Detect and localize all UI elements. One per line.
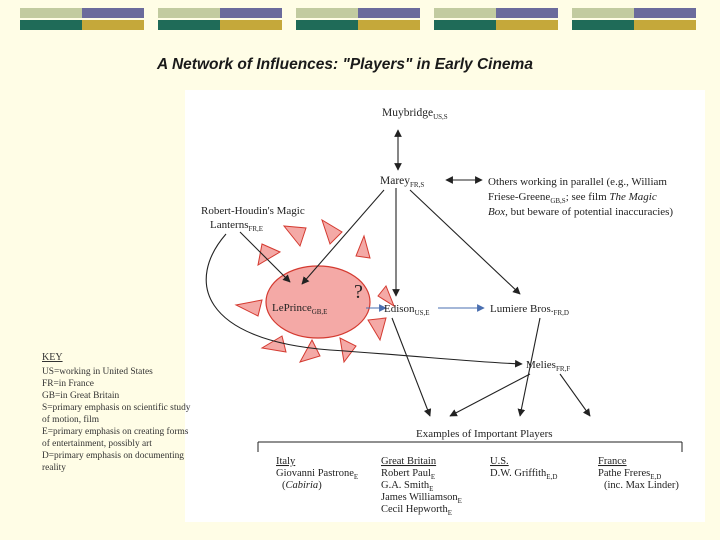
stripe-block	[158, 20, 220, 30]
stripe-block	[220, 8, 282, 18]
key-title: KEY	[42, 352, 63, 363]
arrow-edison-examples	[391, 317, 432, 417]
node-robert-houdin-line1: Robert-Houdin's Magic	[201, 205, 305, 217]
example-player: Cecil HepworthE	[381, 504, 452, 517]
example-player: D.W. GriffithE,D	[490, 468, 557, 481]
example-country: France	[598, 456, 627, 467]
question-mark: ?	[354, 281, 363, 303]
stripe-block	[572, 20, 634, 30]
example-country: Italy	[276, 456, 296, 467]
arrow-houdin-melies	[205, 233, 523, 368]
node-others-sub: GB,S	[550, 197, 565, 205]
stripe-block	[296, 20, 358, 30]
leprince-sun-rays	[234, 218, 396, 364]
node-robert-houdin-line2: Lanterns	[210, 219, 248, 231]
examples-bracket	[257, 441, 683, 452]
svg-text:Box, but beware of potential i: Box, but beware of potential inaccuracie…	[488, 206, 673, 218]
influence-arrows	[205, 129, 591, 417]
node-muybridge-sub: US,S	[433, 113, 448, 121]
example-country: U.S.	[490, 456, 509, 467]
stripe-block	[634, 20, 696, 30]
node-marey-sub: FR,S	[410, 181, 424, 189]
stripe-block	[20, 8, 82, 18]
arrow-melies-examples-left	[449, 373, 531, 417]
svg-text:MuybridgeUS,S: MuybridgeUS,S	[382, 107, 448, 121]
key-line: S=primary emphasis on scientific study	[42, 403, 191, 413]
stripe-block	[158, 8, 220, 18]
svg-text:MareyFR,S: MareyFR,S	[380, 175, 424, 189]
arrow-marey-leprince	[301, 189, 385, 285]
node-others-name: Friese-Greene	[488, 191, 550, 203]
arrow-lumiere-examples	[517, 317, 541, 417]
slide-title: A Network of Influences: "Players" in Ea…	[157, 56, 533, 73]
node-others-rest: ; see film	[566, 191, 610, 203]
key-line: reality	[42, 463, 66, 473]
node-others-caveat: , but beware of potential inaccuracies)	[505, 206, 673, 218]
svg-text:MeliesFR,F: MeliesFR,F	[526, 359, 570, 373]
node-muybridge: Muybridge	[382, 107, 433, 119]
svg-text:Lumiere Bros.FR,D: Lumiere Bros.FR,D	[490, 303, 569, 317]
key-line: of motion, film	[42, 415, 100, 425]
key-line: D=primary emphasis on documenting	[42, 451, 184, 461]
example-player: G.A. SmithE	[381, 480, 433, 493]
node-melies-sub: FR,F	[556, 365, 570, 373]
node-lumiere-sub: FR,D	[554, 309, 569, 317]
node-leprince: LePrince	[272, 302, 312, 314]
stripe-block	[20, 20, 82, 30]
stripe-block	[496, 20, 558, 30]
node-others-film-end: Box	[488, 206, 505, 218]
node-edison-sub: US,E	[415, 309, 430, 317]
example-player: Giovanni PastroneE	[276, 468, 358, 481]
key-line: E=primary emphasis on creating forms	[42, 427, 189, 437]
stripe-block	[358, 20, 420, 30]
node-others-film: The Magic	[609, 191, 656, 203]
stripe-block	[82, 8, 144, 18]
stripe-block	[296, 8, 358, 18]
stripe-block	[434, 8, 496, 18]
key-line: US=working in United States	[42, 367, 153, 377]
svg-text:LePrinceGB,E: LePrinceGB,E	[272, 302, 327, 316]
key-line: of entertainment, possibly art	[42, 439, 152, 449]
svg-text:LanternsFR,E: LanternsFR,E	[210, 219, 263, 233]
stripe-block	[434, 20, 496, 30]
stripe-block	[358, 8, 420, 18]
node-robert-houdin-sub: FR,E	[248, 225, 263, 233]
stripe-block	[82, 20, 144, 30]
stripe-block	[496, 8, 558, 18]
example-player: James WilliamsonE	[381, 492, 462, 505]
node-leprince-sub: GB,E	[312, 308, 328, 316]
stripe-block	[634, 8, 696, 18]
example-player: (Cabiria)	[282, 480, 322, 491]
example-country: Great Britain	[381, 456, 437, 467]
svg-text:EdisonUS,E: EdisonUS,E	[384, 303, 430, 317]
node-marey: Marey	[380, 175, 410, 187]
svg-text:Friese-GreeneGB,S; see film Th: Friese-GreeneGB,S; see film The Magic	[488, 191, 657, 205]
example-player: (inc. Max Linder)	[604, 480, 679, 491]
examples-heading: Examples of Important Players	[416, 428, 553, 440]
example-player: Pathe FreresE,D	[598, 468, 661, 481]
node-others-line1: Others working in parallel (e.g., Willia…	[488, 176, 667, 188]
decorative-header-stripe	[20, 8, 696, 30]
arrow-marey-lumiere	[409, 189, 521, 295]
node-lumiere: Lumiere Bros.	[490, 303, 554, 315]
key-line: GB=in Great Britain	[42, 391, 120, 401]
key-line: FR=in France	[42, 379, 94, 389]
stripe-block	[572, 8, 634, 18]
arrow-melies-examples-right	[559, 373, 591, 417]
node-melies: Melies	[526, 359, 556, 371]
stripe-block	[220, 20, 282, 30]
node-edison: Edison	[384, 303, 415, 315]
arrow-houdin-leprince	[239, 231, 291, 283]
example-player: Robert PaulE	[381, 468, 435, 481]
